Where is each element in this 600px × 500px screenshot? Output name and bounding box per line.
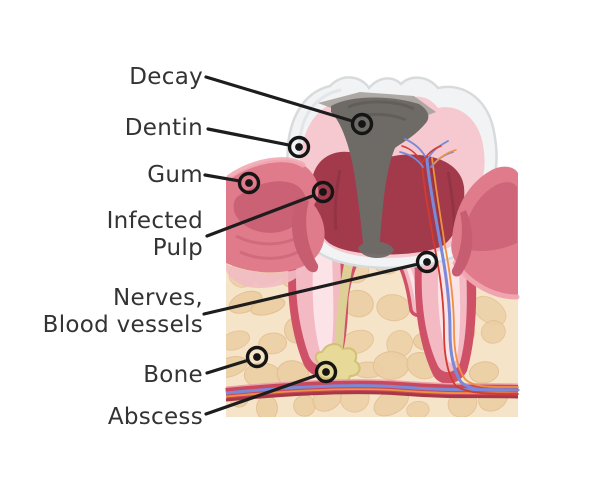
nerve-twigs-red [401, 145, 442, 164]
decay-pool [358, 241, 394, 259]
nerves-blood-vessels [399, 138, 520, 395]
label-abscess: Abscess [107, 404, 203, 430]
gum-left-highlight [226, 157, 306, 180]
marker-abscess [314, 360, 338, 384]
label-decay: Decay [129, 64, 203, 90]
bone-blob [406, 400, 430, 417]
marker-infected-pulp [311, 180, 335, 204]
marker-nerves [415, 250, 439, 274]
marker-gum [237, 171, 261, 195]
leader-line-infected-pulp [205, 194, 314, 238]
tooth-crown [286, 76, 498, 270]
leader-line-nerves [202, 263, 417, 316]
marker-decay [350, 112, 374, 136]
bone-blob [226, 330, 251, 351]
leader-lines [202, 75, 417, 416]
vessel-band-bottomedge [225, 391, 519, 402]
bone-blob [469, 361, 500, 384]
bone-blob [293, 394, 316, 417]
tooth-roots [288, 240, 477, 384]
nerve-red [421, 162, 519, 395]
leader-line-dentin [206, 127, 289, 147]
leader-line-gum [203, 173, 239, 183]
label-nerves: Nerves, Blood vessels [42, 285, 203, 338]
marker-bone [245, 345, 269, 369]
nerve-artery [431, 157, 519, 388]
bone-blob [480, 320, 506, 344]
leader-line-bone [205, 359, 248, 375]
gum-left [226, 157, 325, 289]
decay-core [331, 97, 429, 252]
marker-dentin [287, 135, 311, 159]
left-root-canal [312, 252, 334, 358]
leader-line-decay [204, 75, 353, 123]
bone-blob [372, 351, 410, 380]
label-gum: Gum [147, 162, 203, 188]
leader-line-abscess [204, 374, 317, 416]
decay-area [318, 92, 436, 259]
markers [237, 112, 439, 384]
label-dentin: Dentin [124, 115, 203, 141]
gum-left-crescent [292, 197, 319, 273]
infected-pulp-chamber [311, 151, 465, 255]
gum-right [451, 166, 520, 300]
nerve-twig-orange [433, 149, 457, 165]
nerve-vein [425, 158, 520, 392]
bone-blob [258, 332, 288, 355]
gum-right-shade [462, 182, 517, 251]
label-bone: Bone [143, 362, 203, 388]
gum-left-mucosa [226, 264, 306, 289]
bone-blob [256, 395, 278, 417]
label-infected-pulp: Infected Pulp [106, 208, 203, 261]
gum-right-crescent [451, 210, 473, 277]
